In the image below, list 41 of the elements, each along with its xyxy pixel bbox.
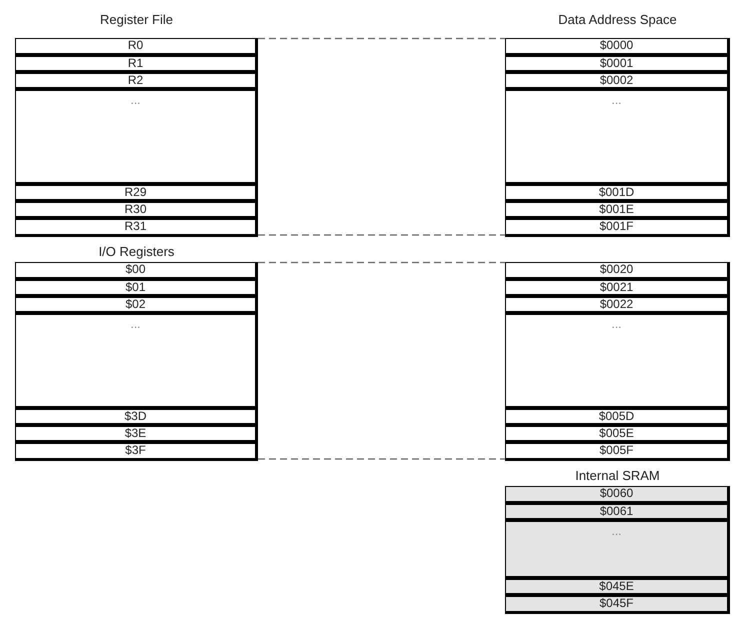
omitted-rows-cell: ... bbox=[505, 314, 730, 409]
register-cell: R0 bbox=[15, 38, 258, 56]
register-cell: $001E bbox=[505, 202, 730, 219]
register-cell: $0002 bbox=[505, 73, 730, 90]
omitted-rows-cell: ... bbox=[15, 90, 258, 185]
register-cell: R2 bbox=[15, 73, 258, 90]
register-cell: $3E bbox=[15, 426, 258, 443]
register-cell: R1 bbox=[15, 56, 258, 73]
register-cell: $045F bbox=[505, 596, 730, 614]
register-cell: $001D bbox=[505, 185, 730, 202]
register-cell: $00 bbox=[15, 262, 258, 280]
omitted-rows-cell: ... bbox=[505, 521, 730, 579]
dashed-connector bbox=[258, 38, 505, 40]
column-heading: I/O Registers bbox=[98, 243, 176, 261]
dashed-connector bbox=[258, 458, 505, 460]
register-cell: $005F bbox=[505, 443, 730, 461]
register-cell: $0061 bbox=[505, 504, 730, 521]
register-cell: $0020 bbox=[505, 262, 730, 280]
register-cell: R30 bbox=[15, 202, 258, 219]
register-cell: R29 bbox=[15, 185, 258, 202]
register-cell: $005D bbox=[505, 409, 730, 426]
register-cell: $001F bbox=[505, 219, 730, 237]
register-cell: $02 bbox=[15, 297, 258, 314]
dashed-connector bbox=[258, 234, 505, 236]
omitted-rows-cell: ... bbox=[15, 314, 258, 409]
register-cell: $3D bbox=[15, 409, 258, 426]
column-heading: Register File bbox=[99, 11, 174, 29]
register-cell: $3F bbox=[15, 443, 258, 461]
omitted-rows-cell: ... bbox=[505, 90, 730, 185]
register-cell: $0060 bbox=[505, 486, 730, 504]
register-cell: $01 bbox=[15, 280, 258, 297]
register-cell: $0000 bbox=[505, 38, 730, 56]
column-heading: Internal SRAM bbox=[574, 467, 661, 485]
column-heading: Data Address Space bbox=[557, 11, 678, 29]
register-cell: R31 bbox=[15, 219, 258, 237]
register-cell: $0022 bbox=[505, 297, 730, 314]
register-cell: $045E bbox=[505, 579, 730, 596]
register-cell: $0001 bbox=[505, 56, 730, 73]
register-cell: $0021 bbox=[505, 280, 730, 297]
dashed-connector bbox=[258, 262, 505, 264]
register-cell: $005E bbox=[505, 426, 730, 443]
